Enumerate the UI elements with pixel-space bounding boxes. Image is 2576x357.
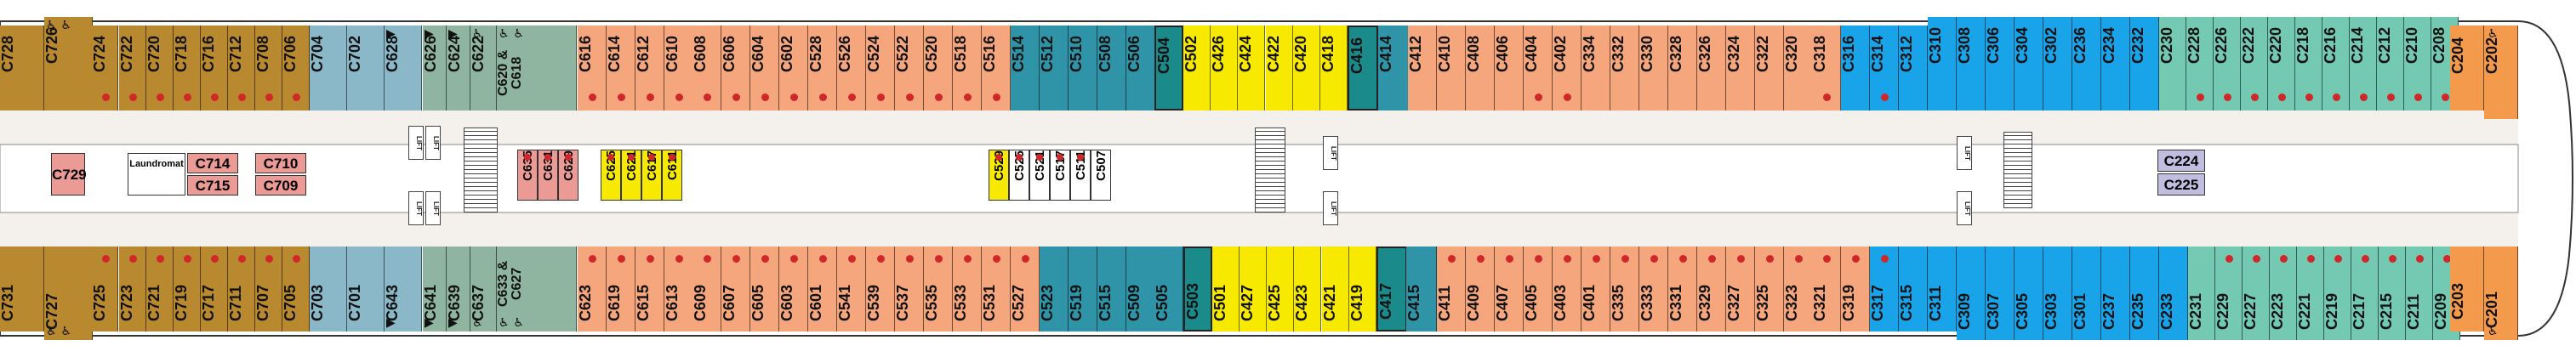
central-corridor	[0, 144, 2519, 213]
